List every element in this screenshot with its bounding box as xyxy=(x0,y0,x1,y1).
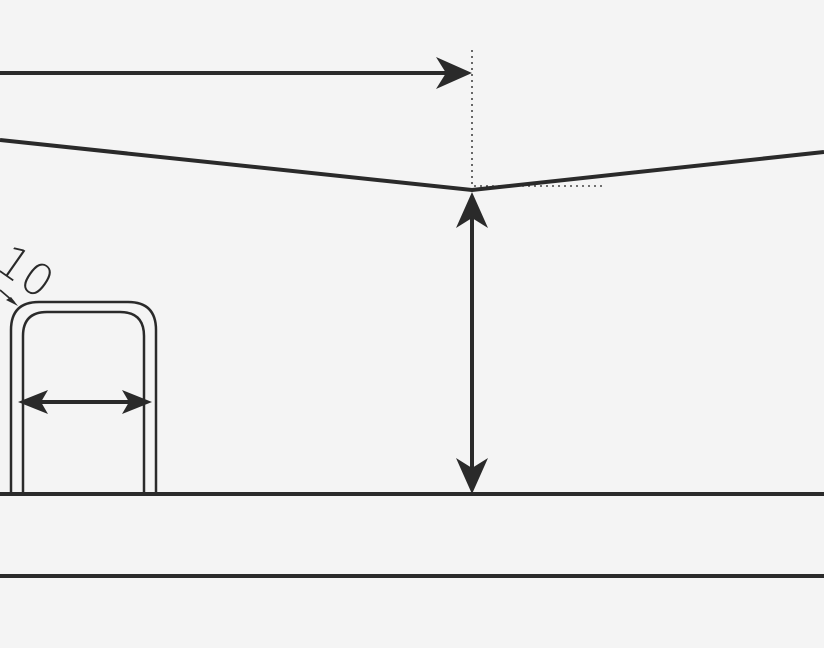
height-dimension-bottom-arrowhead xyxy=(456,458,488,494)
frame-width-right-arrowhead xyxy=(122,390,152,414)
arch-frame-outer xyxy=(9,300,158,492)
height-dimension xyxy=(456,192,488,494)
radius-leader-arrowhead xyxy=(6,297,18,306)
frame-width-dimension xyxy=(18,390,152,414)
arch-frame-inner xyxy=(21,310,146,492)
frame-width-left-arrowhead xyxy=(18,390,48,414)
roof-line xyxy=(0,138,824,193)
height-dimension-top-arrowhead xyxy=(456,192,488,228)
span-dimension-arrowhead xyxy=(436,57,472,89)
arch-frame xyxy=(9,300,158,492)
span-dimension xyxy=(0,57,472,89)
